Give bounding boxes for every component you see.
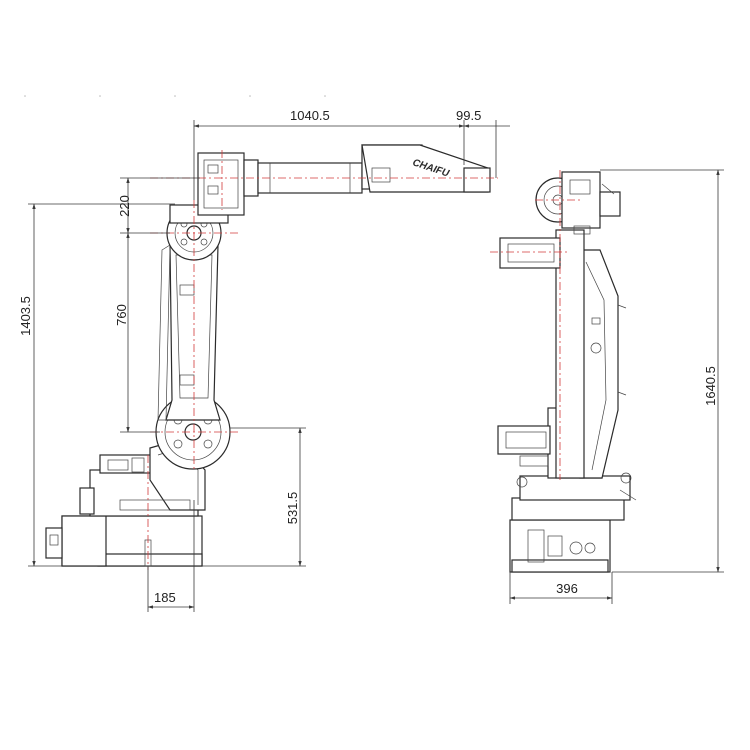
front-lower-arm: [157, 244, 221, 421]
front-dimensions: [28, 120, 510, 612]
front-centerlines: [147, 150, 498, 570]
side-base: [509, 472, 637, 573]
dim-wrist-offset: 99.5: [456, 108, 481, 123]
front-base: [45, 439, 206, 567]
dim-side-height: 1640.5: [703, 366, 718, 406]
side-dimensions: [509, 169, 724, 604]
dim-lower-arm: 760: [114, 304, 129, 326]
top-dots: [24, 95, 326, 97]
side-view: 1640.5 396: [490, 169, 724, 604]
front-view: CHAIFU: [18, 108, 510, 612]
dim-base-height: 531.5: [285, 492, 300, 525]
side-centerlines: [490, 170, 580, 480]
side-column: [497, 229, 627, 479]
dim-reach: 1040.5: [290, 108, 330, 123]
dim-max-height: 1403.5: [18, 296, 33, 336]
front-upper-arm: [197, 144, 491, 216]
dim-shoulder-offset: 220: [117, 195, 132, 217]
dim-base-offset: 185: [154, 590, 176, 605]
dim-side-depth: 396: [556, 581, 578, 596]
